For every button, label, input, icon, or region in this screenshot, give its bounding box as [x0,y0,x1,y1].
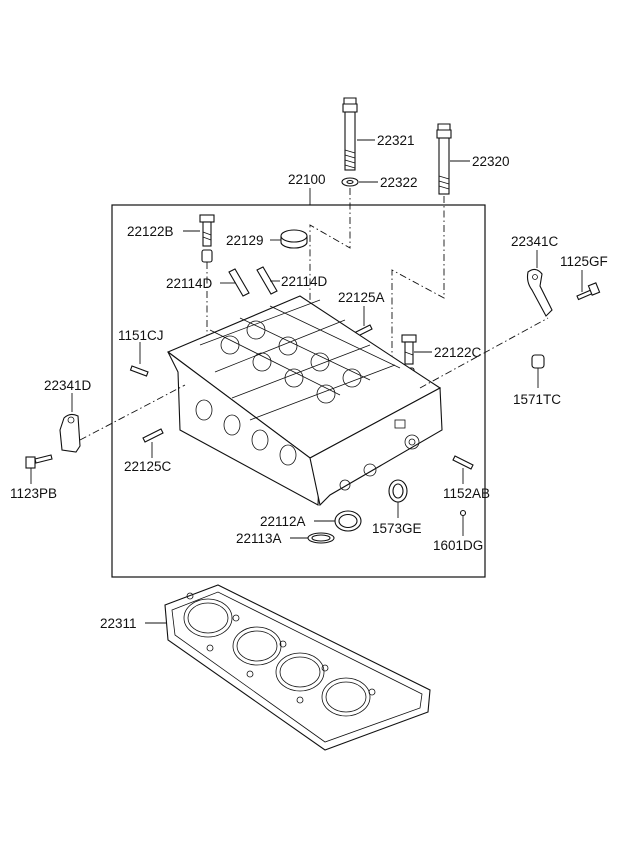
label-22122B: 22122B [127,224,174,239]
bracket-22341D-icon[interactable] [59,413,81,453]
label-22112A: 22112A [260,514,306,529]
plug-22129-icon[interactable] [280,229,308,249]
label-1571TC: 1571TC [513,392,561,407]
bolt-1123PB-icon[interactable] [25,454,53,469]
label-1573GE: 1573GE [372,521,422,536]
bolt-22122C-icon[interactable] [401,334,417,365]
label-22311: 22311 [100,616,137,631]
dowel-22122B-icon[interactable] [201,249,213,263]
cylinder-head-drawing [166,295,443,507]
label-22129: 22129 [226,233,264,248]
label-22322: 22322 [380,175,418,190]
ring-22112A-icon[interactable] [334,510,362,532]
label-22122C: 22122C [434,345,482,360]
assembly-frame [111,204,486,578]
head-gasket-drawing [164,584,431,751]
cap-1571TC-icon[interactable] [531,354,545,369]
bracket-22341C-icon[interactable] [526,268,553,317]
label-22341D: 22341D [44,378,92,393]
bolt-1125GF-icon[interactable] [576,282,601,301]
ball-1601DG-icon[interactable] [459,509,467,517]
label-22125C: 22125C [124,459,172,474]
guide-22114D-left-icon[interactable] [228,268,250,297]
label-22114D-right: 22114D [281,274,328,289]
label-22320: 22320 [472,154,510,169]
label-22100: 22100 [288,172,326,187]
label-22321: 22321 [377,133,415,148]
leader-lines [30,139,583,624]
label-1125GF: 1125GF [560,254,608,269]
ring-22113A-icon[interactable] [307,532,335,544]
washer-22322-icon[interactable] [341,177,359,187]
label-22125A: 22125A [338,290,385,305]
label-22114D-left: 22114D [166,276,213,291]
label-1123PB: 1123PB [10,486,57,501]
stud-1152AB-icon[interactable] [452,455,474,470]
stud-1151CJ-icon[interactable] [129,365,149,377]
label-1152AB: 1152AB [443,486,490,501]
bolt-22321-icon[interactable] [342,97,358,171]
guide-22114D-right-icon[interactable] [256,266,278,295]
label-1151CJ: 1151CJ [118,328,164,343]
label-1601DG: 1601DG [433,538,483,553]
label-22341C: 22341C [511,234,559,249]
stud-22125C-icon[interactable] [142,428,164,443]
bolt-22320-icon[interactable] [436,123,452,195]
seal-1573GE-icon[interactable] [388,479,408,503]
label-22113A: 22113A [236,531,282,546]
bolt-22122B-icon[interactable] [199,214,215,247]
